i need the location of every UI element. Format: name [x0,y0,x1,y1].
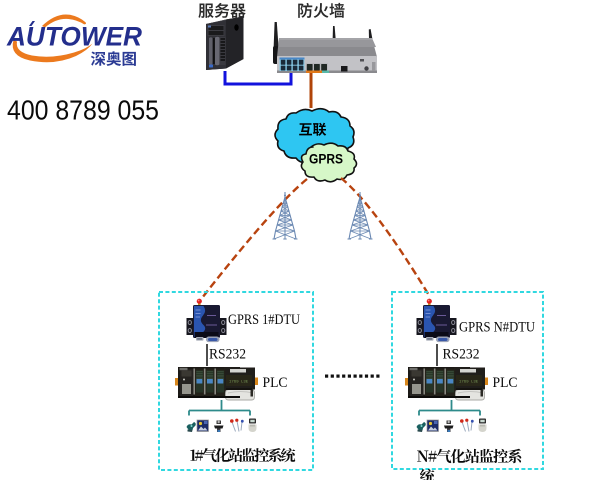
svg-text:RS232: RS232 [209,347,246,363]
svg-text:AUTOWER: AUTOWER [6,22,142,52]
svg-text:GPRS: GPRS [309,152,343,167]
svg-text:GPRS N#DTU: GPRS N#DTU [459,320,535,336]
svg-text:400 8789 055: 400 8789 055 [7,95,159,126]
svg-text:RS232: RS232 [443,347,480,363]
svg-text:PLC: PLC [263,375,288,391]
svg-text:1769 L3E: 1769 L3E [459,381,479,385]
svg-text:PLC: PLC [493,375,518,391]
svg-text:GPRS 1#DTU: GPRS 1#DTU [228,312,300,328]
svg-text:1769 L3E: 1769 L3E [229,381,249,385]
